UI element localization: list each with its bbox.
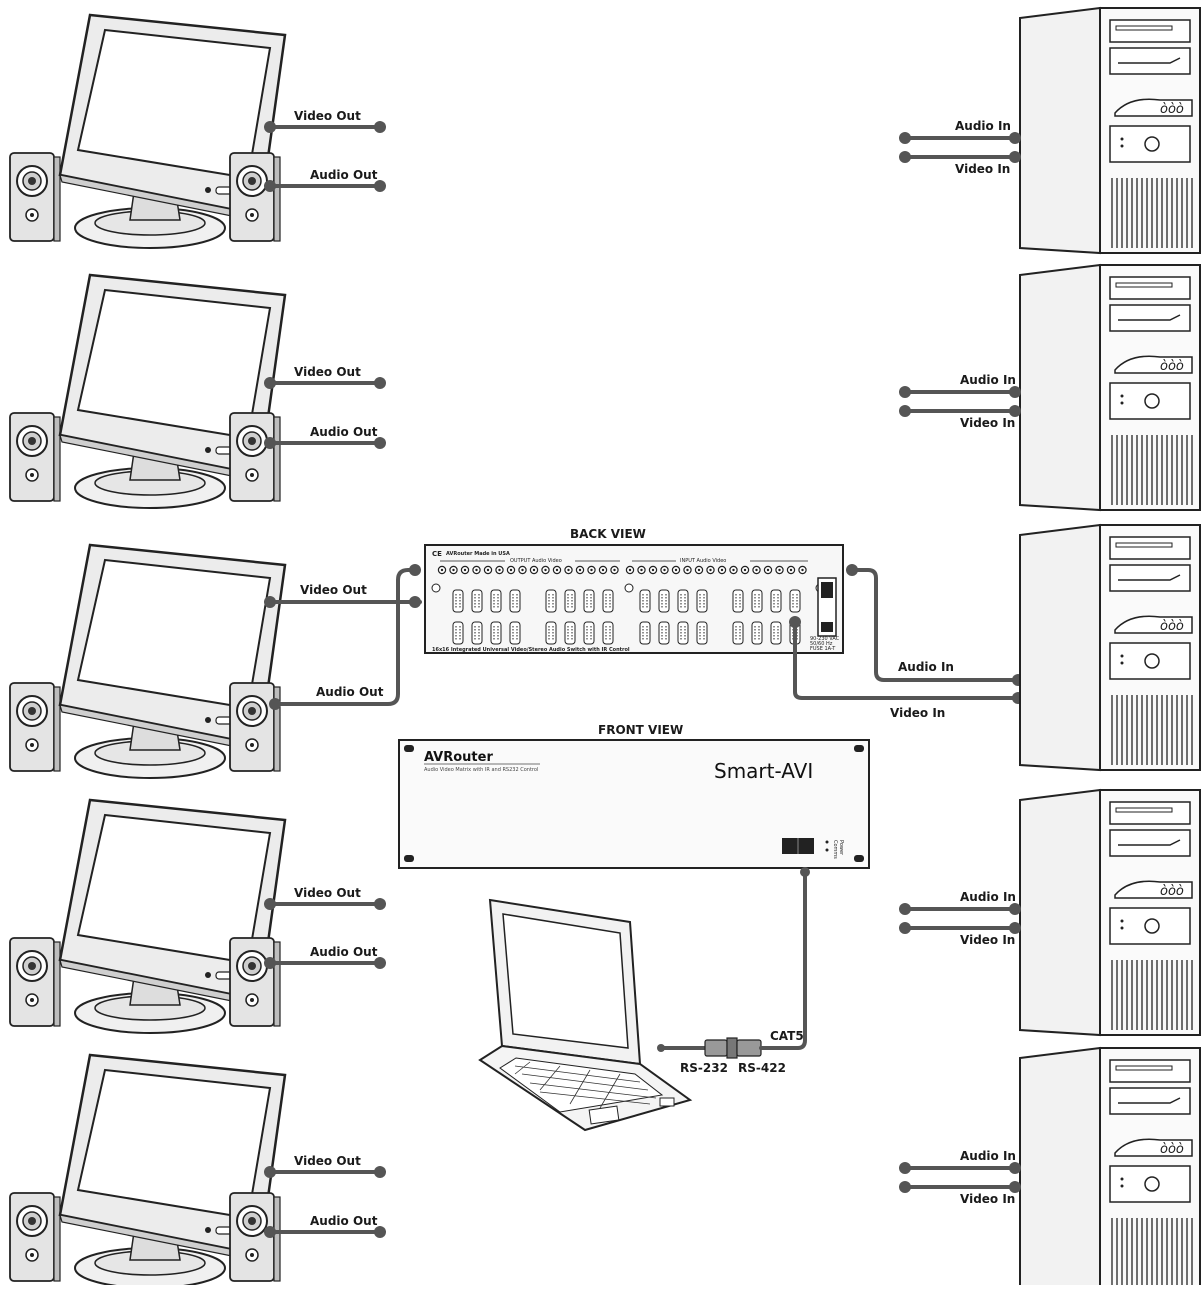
video-in-label-4: Video In — [960, 933, 1015, 947]
back-panel: CE AVRouter Made in USA OUTPUT Audio Vid… — [424, 544, 844, 654]
right-speaker-2 — [229, 412, 281, 502]
back-panel-caption: 16x16 Integrated Universal Video/Stereo … — [432, 647, 630, 653]
pc-tower-4 — [1019, 789, 1201, 1036]
video-out-label-5: Video Out — [294, 1154, 361, 1168]
back-view-title: BACK VIEW — [570, 527, 646, 541]
left-speaker-5 — [9, 1192, 61, 1282]
video-in-label-3: Video In — [890, 706, 945, 720]
monitor-station-2 — [9, 273, 287, 510]
pc-tower-3 — [1019, 524, 1201, 771]
right-speaker-4 — [229, 937, 281, 1027]
right-speaker-1 — [229, 152, 281, 242]
led-power-label: Power — [838, 840, 844, 856]
audio-in-label-1: Audio In — [955, 119, 1011, 133]
output-label: OUTPUT Audio Video — [510, 558, 562, 564]
power-inlet — [821, 582, 833, 598]
power-switch — [821, 622, 833, 632]
audio-in-label-2: Audio In — [960, 373, 1016, 387]
video-out-label-1: Video Out — [294, 109, 361, 123]
back-panel-to-pc-3: Audio In Video In — [789, 564, 1024, 720]
front-panel: AVRouter Audio Video Matrix with IR and … — [398, 739, 870, 869]
laptop — [478, 898, 693, 1132]
audio-in-cable-1 — [897, 130, 1023, 146]
monitor-station-5 — [9, 1053, 287, 1289]
rs232-label: RS-232 — [680, 1061, 728, 1075]
left-speaker-3 — [9, 682, 61, 772]
rs232-connector — [704, 1039, 728, 1057]
led-comm-label: Comms — [832, 840, 838, 859]
cat5-label: CAT5 — [770, 1029, 804, 1043]
rs422-label: RS-422 — [738, 1061, 786, 1075]
station-3-connections: Video Out Audio Out — [264, 564, 422, 710]
monitor-station-1 — [9, 13, 287, 250]
power-text-2: 50/60 Hz — [810, 641, 833, 647]
monitor-station-4 — [9, 798, 287, 1035]
right-speaker-3 — [229, 682, 281, 772]
comm-led — [825, 840, 829, 844]
audio-out-label-5: Audio Out — [310, 1214, 378, 1228]
front-view-title: FRONT VIEW — [598, 723, 683, 737]
power-text-3: FUSE 1A-T — [810, 646, 836, 652]
rs422-connector — [736, 1039, 762, 1057]
video-in-label-2: Video In — [960, 416, 1015, 430]
video-out-label-2: Video Out — [294, 365, 361, 379]
video-in-label-5: Video In — [960, 1192, 1015, 1206]
serial-connection: RS-232 RS-422 CAT5 — [657, 867, 810, 1075]
pc-tower-1 — [1019, 7, 1201, 254]
left-speaker-1 — [9, 152, 61, 242]
audio-out-label-4: Audio Out — [310, 945, 378, 959]
audio-in-label-4: Audio In — [960, 890, 1016, 904]
video-out-label-4: Video Out — [294, 886, 361, 900]
power-led — [825, 848, 829, 852]
audio-in-cable-5 — [897, 1160, 1023, 1176]
input-label: INPUT Audio Video — [680, 558, 726, 564]
audio-in-cable-4 — [897, 901, 1023, 917]
back-panel-brand: AVRouter Made in USA — [446, 551, 510, 557]
brand-logo: Smart-AVI — [714, 759, 813, 783]
ce-mark: CE — [432, 550, 442, 558]
product-subtitle: Audio Video Matrix with IR and RS232 Con… — [424, 767, 538, 773]
audio-out-label-2: Audio Out — [310, 425, 378, 439]
monitor-station-3 — [9, 543, 287, 780]
left-speaker-4 — [9, 937, 61, 1027]
product-name: AVRouter — [424, 750, 493, 765]
audio-out-label-1: Audio Out — [310, 168, 378, 182]
rca-jack-row — [437, 565, 807, 575]
audio-in-label-5: Audio In — [960, 1149, 1016, 1163]
audio-in-label-3: Audio In — [898, 660, 954, 674]
pc-tower-5 — [1019, 1047, 1201, 1289]
audio-in-cable-2 — [897, 384, 1023, 400]
pc-tower-2 — [1019, 264, 1201, 511]
video-out-label-3: Video Out — [300, 583, 367, 597]
video-in-label-1: Video In — [955, 162, 1010, 176]
power-text-1: 90-230 VAC — [810, 636, 840, 642]
audio-out-label-3: Audio Out — [316, 685, 384, 699]
left-speaker-2 — [9, 412, 61, 502]
